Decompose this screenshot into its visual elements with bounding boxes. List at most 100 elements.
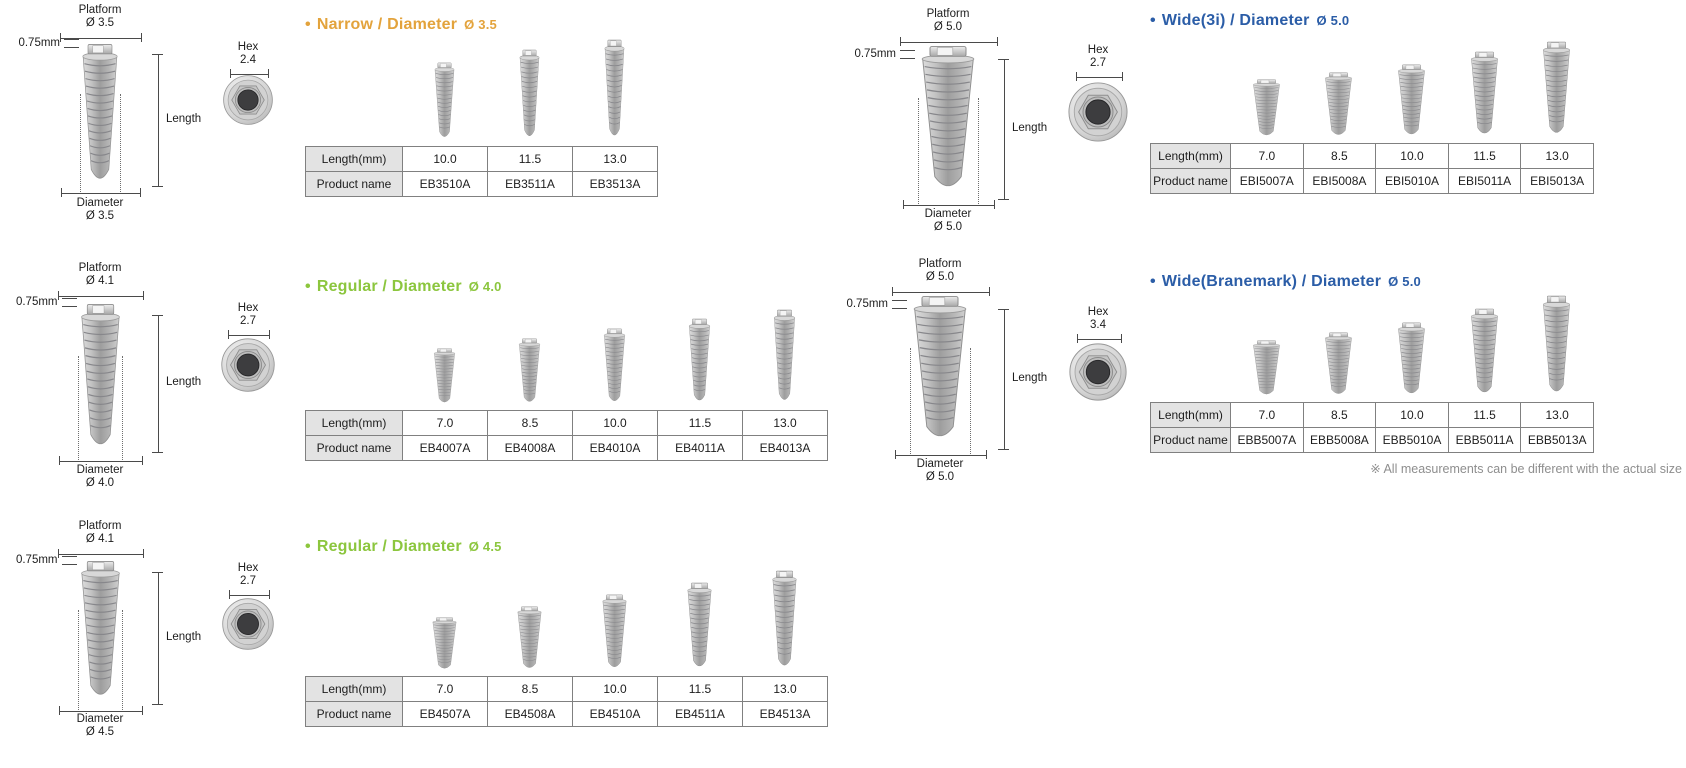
implant-image: [1248, 79, 1285, 139]
length-cell: 8.5: [488, 677, 573, 702]
platform-label: Platform: [78, 262, 122, 274]
product-name-cell: EB4508A: [488, 702, 573, 727]
platform-label: Platform: [918, 258, 962, 270]
section-bullet-icon: •: [305, 538, 311, 555]
hex-value: 2.4: [240, 54, 256, 66]
implant-image: [685, 318, 714, 406]
platform-label: Platform: [78, 4, 122, 16]
product-row-header: Product name: [306, 702, 403, 727]
section-title-text: Narrow / Diameter: [316, 16, 458, 33]
length-cell: 13.0: [743, 411, 828, 436]
dotted-extension-left: [77, 610, 79, 710]
product-name-cell: EB4010A: [573, 436, 658, 461]
diameter-label: Diameter: [916, 458, 964, 470]
hex-dimension-line: [1076, 334, 1122, 343]
implant-side-view: [74, 560, 127, 704]
length-cell: 11.5: [658, 411, 743, 436]
implant-image: [431, 62, 458, 142]
dotted-extension-right: [120, 93, 122, 192]
length-cell: 13.0: [573, 147, 658, 172]
product-name-cell: EB4013A: [743, 436, 828, 461]
section-diameter-value: Ø 3.5: [464, 17, 497, 32]
collar-tick-marks: [61, 298, 77, 307]
length-label: Length: [166, 376, 202, 388]
product-row-header: Product name: [306, 172, 403, 197]
product-row-header: Product name: [306, 436, 403, 461]
product-name-cell: EBB5011A: [1448, 428, 1522, 453]
platform-label: Platform: [78, 520, 122, 532]
hex-top-view: [222, 74, 274, 131]
measurement-note: ※ All measurements can be different with…: [1370, 462, 1682, 476]
product-name-cell: EB4008A: [488, 436, 573, 461]
hex-value: 2.7: [240, 315, 256, 327]
collar-tick-marks: [64, 39, 79, 48]
diameter-value: Ø 4.5: [85, 726, 115, 738]
collar-tick-marks: [61, 556, 77, 565]
diameter-dimension-line: [895, 450, 987, 459]
implant-image: [770, 309, 799, 406]
diameter-dimension-line: [59, 456, 143, 465]
length-cell: 7.0: [403, 677, 488, 702]
platform-dimension-line: [58, 291, 144, 300]
implant-side-view: [76, 43, 124, 188]
product-name-cell: EBB5008A: [1303, 428, 1377, 453]
product-name-cell: EB4007A: [403, 436, 488, 461]
implant-image: [1538, 41, 1575, 139]
hex-top-view: [1067, 81, 1129, 148]
length-dimension-line: [152, 54, 163, 187]
diameter-label: Diameter: [76, 197, 124, 209]
collar-height-label: 0.75mm: [854, 48, 896, 60]
platform-label: Platform: [926, 8, 970, 20]
dotted-extension-right: [978, 97, 980, 204]
platform-dimension-line: [58, 549, 144, 558]
hex-dimension-line: [228, 590, 270, 599]
platform-dimension-line: [892, 287, 990, 296]
hex-top-view: [1068, 342, 1128, 407]
hex-dimension-line: [228, 330, 270, 339]
product-name-cell: EB4507A: [403, 702, 488, 727]
length-row-header: Length(mm): [1151, 403, 1231, 428]
section-title-text: Regular / Diameter: [316, 278, 462, 295]
length-dimension-line: [152, 315, 163, 453]
length-cell: 10.0: [573, 677, 658, 702]
implant-image: [1393, 64, 1430, 139]
hex-label: Hex: [1087, 306, 1109, 318]
implant-image: [768, 570, 801, 672]
diameter-value: Ø 5.0: [933, 221, 963, 233]
hex-label: Hex: [237, 302, 259, 314]
length-cell: 11.5: [1448, 403, 1522, 428]
product-name-cell: EB4513A: [743, 702, 828, 727]
product-name-cell: EBI5011A: [1448, 169, 1522, 194]
hex-label: Hex: [237, 41, 259, 53]
collar-tick-marks: [900, 50, 915, 59]
diameter-label: Diameter: [76, 713, 124, 725]
product-name-cell: EB4011A: [658, 436, 743, 461]
length-cell: 10.0: [1376, 144, 1449, 169]
section-diameter-value: Ø 4.5: [468, 539, 502, 554]
implant-side-view: [904, 295, 976, 446]
length-row-header: Length(mm): [306, 411, 403, 436]
hex-value: 2.7: [240, 575, 256, 587]
diameter-label: Diameter: [76, 464, 124, 476]
section-bullet-icon: •: [1150, 12, 1156, 29]
diameter-label: Diameter: [924, 208, 972, 220]
platform-value: Ø 5.0: [925, 271, 955, 283]
product-name-cell: EBI5008A: [1303, 169, 1377, 194]
diameter-value: Ø 3.5: [85, 210, 115, 222]
diameter-value: Ø 5.0: [925, 471, 955, 483]
implant-image: [1538, 295, 1575, 398]
product-name-cell: EB4511A: [658, 702, 743, 727]
section-diameter-value: Ø 5.0: [1388, 274, 1421, 289]
length-cell: 13.0: [1521, 144, 1594, 169]
product-name-cell: EBI5010A: [1376, 169, 1449, 194]
section-bullet-icon: •: [1150, 273, 1156, 290]
product-row-header: Product name: [1151, 428, 1231, 453]
hex-top-view: [220, 337, 276, 398]
length-dimension-line: [998, 59, 1009, 200]
length-cell: 10.0: [403, 147, 488, 172]
implant-image: [1393, 322, 1430, 398]
